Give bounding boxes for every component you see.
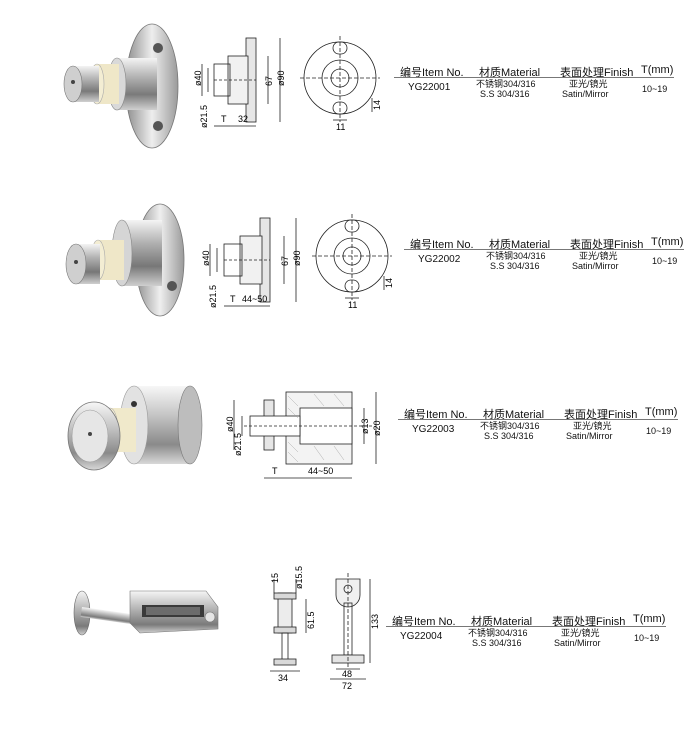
header-item-no: 编号Item No. bbox=[404, 409, 468, 421]
dim-133: 133 bbox=[370, 614, 380, 629]
dim-67: 67 bbox=[280, 256, 290, 266]
table-rule bbox=[394, 77, 674, 78]
dim-d21-5: ø21.5 bbox=[233, 433, 243, 456]
header-material: 材质Material bbox=[471, 616, 533, 628]
finish-cn-value: 亚光/镜光 bbox=[569, 79, 608, 89]
dim-44-50: 44~50 bbox=[308, 466, 333, 476]
spec-table-yg22001: 编号Item No. 材质Material 表面处理Finish T(mm) Y… bbox=[394, 64, 684, 104]
dim-d90: ø90 bbox=[276, 70, 286, 86]
product-block-yg22003: ø40 ø21.5 ø13 ø20 T 44~50 编号Item No. 材质M… bbox=[0, 360, 700, 490]
material-en-value: S.S 304/316 bbox=[484, 431, 534, 441]
dim-d40: ø40 bbox=[201, 250, 211, 266]
front-view-drawing-yg22001: 11 14 bbox=[300, 36, 382, 132]
header-thickness: T(mm) bbox=[651, 236, 684, 248]
dim-72: 72 bbox=[342, 681, 352, 691]
item-no-value: YG22001 bbox=[408, 82, 451, 93]
finish-en-value: Satin/Mirror bbox=[554, 638, 601, 648]
header-item-no: 编号Item No. bbox=[400, 67, 464, 79]
product-block-yg22001: ø40 ø21.5 67 ø90 T 32 11 14 编号Item No. 材… bbox=[0, 0, 700, 170]
header-material: 材质Material bbox=[489, 239, 551, 251]
side-view-drawing-yg22004: 15 ø15.5 61.5 34 bbox=[270, 566, 316, 683]
dim-32: 32 bbox=[238, 114, 248, 124]
dim-d21-5: ø21.5 bbox=[208, 285, 218, 308]
material-en-value: S.S 304/316 bbox=[480, 89, 530, 99]
dim-11: 11 bbox=[348, 300, 357, 310]
dim-d90: ø90 bbox=[292, 250, 302, 266]
finish-en-value: Satin/Mirror bbox=[562, 89, 609, 99]
table-rule bbox=[398, 419, 678, 420]
finish-cn-value: 亚光/镜光 bbox=[579, 251, 618, 261]
finish-cn-value: 亚光/镜光 bbox=[561, 628, 600, 638]
dim-d40: ø40 bbox=[225, 416, 235, 432]
header-thickness: T(mm) bbox=[641, 64, 674, 76]
product-photo-yg22001 bbox=[63, 23, 179, 149]
dim-48: 48 bbox=[342, 669, 352, 679]
thickness-value: 10~19 bbox=[642, 84, 668, 94]
dim-t: T bbox=[272, 466, 278, 476]
material-en-value: S.S 304/316 bbox=[472, 638, 522, 648]
spec-table-yg22002: 编号Item No. 材质Material 表面处理Finish T(mm) Y… bbox=[404, 236, 694, 276]
header-material: 材质Material bbox=[483, 409, 545, 421]
dim-14: 14 bbox=[384, 278, 394, 288]
material-cn-value: 不锈钢304/316 bbox=[480, 421, 540, 431]
product-block-yg22004: 15 ø15.5 61.5 34 133 48 72 编号Item No. 材质… bbox=[0, 545, 700, 735]
header-finish: 表面处理Finish bbox=[564, 409, 638, 421]
header-thickness: T(mm) bbox=[645, 406, 678, 418]
dim-t: T bbox=[230, 294, 236, 304]
header-item-no: 编号Item No. bbox=[392, 616, 456, 628]
header-material: 材质Material bbox=[479, 67, 541, 79]
product-block-yg22002: ø40 ø21.5 67 ø90 T 44~50 11 14 编号Item No… bbox=[0, 180, 700, 340]
header-finish: 表面处理Finish bbox=[560, 67, 634, 79]
header-thickness: T(mm) bbox=[633, 613, 666, 625]
side-view-drawing-yg22002: ø40 ø21.5 67 ø90 T 44~50 bbox=[201, 217, 302, 308]
dim-d21-5: ø21.5 bbox=[199, 105, 209, 128]
header-finish: 表面处理Finish bbox=[552, 616, 626, 628]
side-view-drawing-yg22003: ø40 ø21.5 ø13 ø20 T 44~50 bbox=[225, 391, 382, 479]
dim-d13: ø13 bbox=[360, 418, 370, 434]
dim-14: 14 bbox=[372, 100, 382, 110]
dim-d20: ø20 bbox=[372, 420, 382, 436]
product-photo-yg22002 bbox=[65, 203, 185, 317]
header-item-no: 编号Item No. bbox=[410, 239, 474, 251]
finish-en-value: Satin/Mirror bbox=[566, 431, 613, 441]
spec-table-yg22003: 编号Item No. 材质Material 表面处理Finish T(mm) Y… bbox=[398, 406, 688, 446]
header-finish: 表面处理Finish bbox=[570, 239, 644, 251]
dim-61-5: 61.5 bbox=[306, 611, 316, 629]
product-photo-yg22004 bbox=[73, 590, 219, 636]
material-cn-value: 不锈钢304/316 bbox=[486, 251, 546, 261]
material-en-value: S.S 304/316 bbox=[490, 261, 540, 271]
dim-t: T bbox=[221, 114, 227, 124]
item-no-value: YG22004 bbox=[400, 631, 443, 642]
dim-d40: ø40 bbox=[193, 70, 203, 86]
material-cn-value: 不锈钢304/316 bbox=[476, 79, 536, 89]
side-view-drawing-yg22001: ø40 ø21.5 67 ø90 T 32 bbox=[193, 37, 286, 128]
front-view-drawing-yg22004: 133 48 72 bbox=[330, 573, 380, 691]
table-rule bbox=[404, 249, 684, 250]
front-view-drawing-yg22002: 11 14 bbox=[312, 214, 394, 310]
product-photo-yg22003 bbox=[67, 385, 203, 471]
finish-cn-value: 亚光/镜光 bbox=[573, 421, 612, 431]
dim-34: 34 bbox=[278, 673, 288, 683]
spec-table-yg22004: 编号Item No. 材质Material 表面处理Finish T(mm) Y… bbox=[386, 613, 676, 653]
item-no-value: YG22003 bbox=[412, 424, 455, 435]
thickness-value: 10~19 bbox=[646, 426, 672, 436]
thickness-value: 10~19 bbox=[634, 633, 660, 643]
dim-d15-5: ø15.5 bbox=[294, 566, 304, 589]
thickness-value: 10~19 bbox=[652, 256, 678, 266]
material-cn-value: 不锈钢304/316 bbox=[468, 628, 528, 638]
dim-11: 11 bbox=[336, 122, 345, 132]
table-rule bbox=[386, 626, 666, 627]
item-no-value: YG22002 bbox=[418, 254, 461, 265]
dim-44-50: 44~50 bbox=[242, 294, 267, 304]
dim-67: 67 bbox=[264, 76, 274, 86]
finish-en-value: Satin/Mirror bbox=[572, 261, 619, 271]
dim-15: 15 bbox=[270, 573, 280, 583]
